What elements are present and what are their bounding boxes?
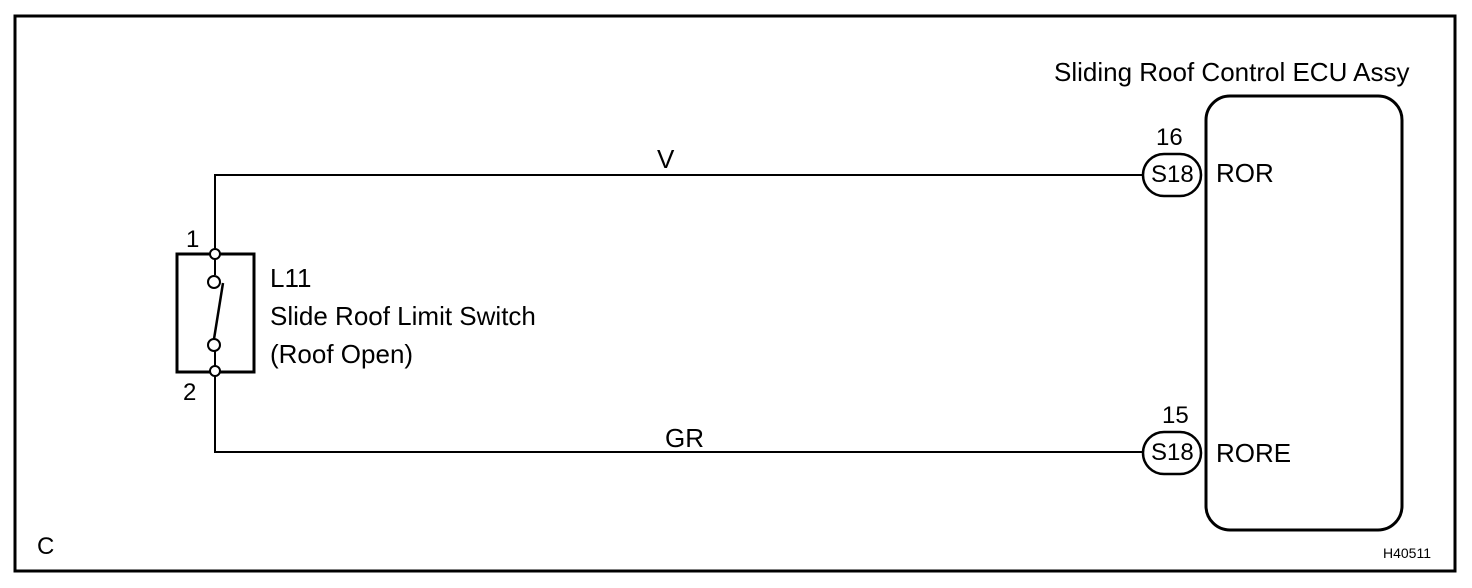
connector-code-bottom: S18 — [1151, 439, 1194, 466]
connector-code-top: S18 — [1151, 161, 1194, 188]
ecu-title: Sliding Roof Control ECU Assy — [1054, 57, 1410, 87]
corner-label: C — [37, 533, 55, 560]
wire-gr — [214, 374, 1143, 453]
connector-icon-s18-top — [1141, 152, 1203, 198]
ecu-box — [1204, 94, 1404, 532]
terminal-1-icon — [209, 248, 221, 260]
wire-color-v: V — [657, 144, 675, 174]
switch-pin-2: 2 — [183, 379, 197, 406]
wire-color-gr: GR — [665, 423, 704, 453]
terminal-2-icon — [209, 365, 221, 377]
terminal-ror: ROR — [1216, 158, 1274, 188]
switch-contact-icon — [207, 256, 225, 368]
figure-id: H40511 — [1383, 545, 1432, 561]
terminal-rore: RORE — [1216, 438, 1292, 468]
switch-pin-1: 1 — [186, 226, 200, 253]
pin-number-16: 16 — [1156, 124, 1183, 151]
switch-condition: (Roof Open) — [270, 339, 414, 369]
switch-code: L11 — [270, 263, 312, 293]
diagram-frame — [13, 14, 1457, 573]
switch-name: Slide Roof Limit Switch — [270, 301, 536, 331]
pin-number-15: 15 — [1162, 402, 1189, 429]
wire-v — [214, 174, 1143, 250]
connector-icon-s18-bottom — [1141, 430, 1203, 476]
